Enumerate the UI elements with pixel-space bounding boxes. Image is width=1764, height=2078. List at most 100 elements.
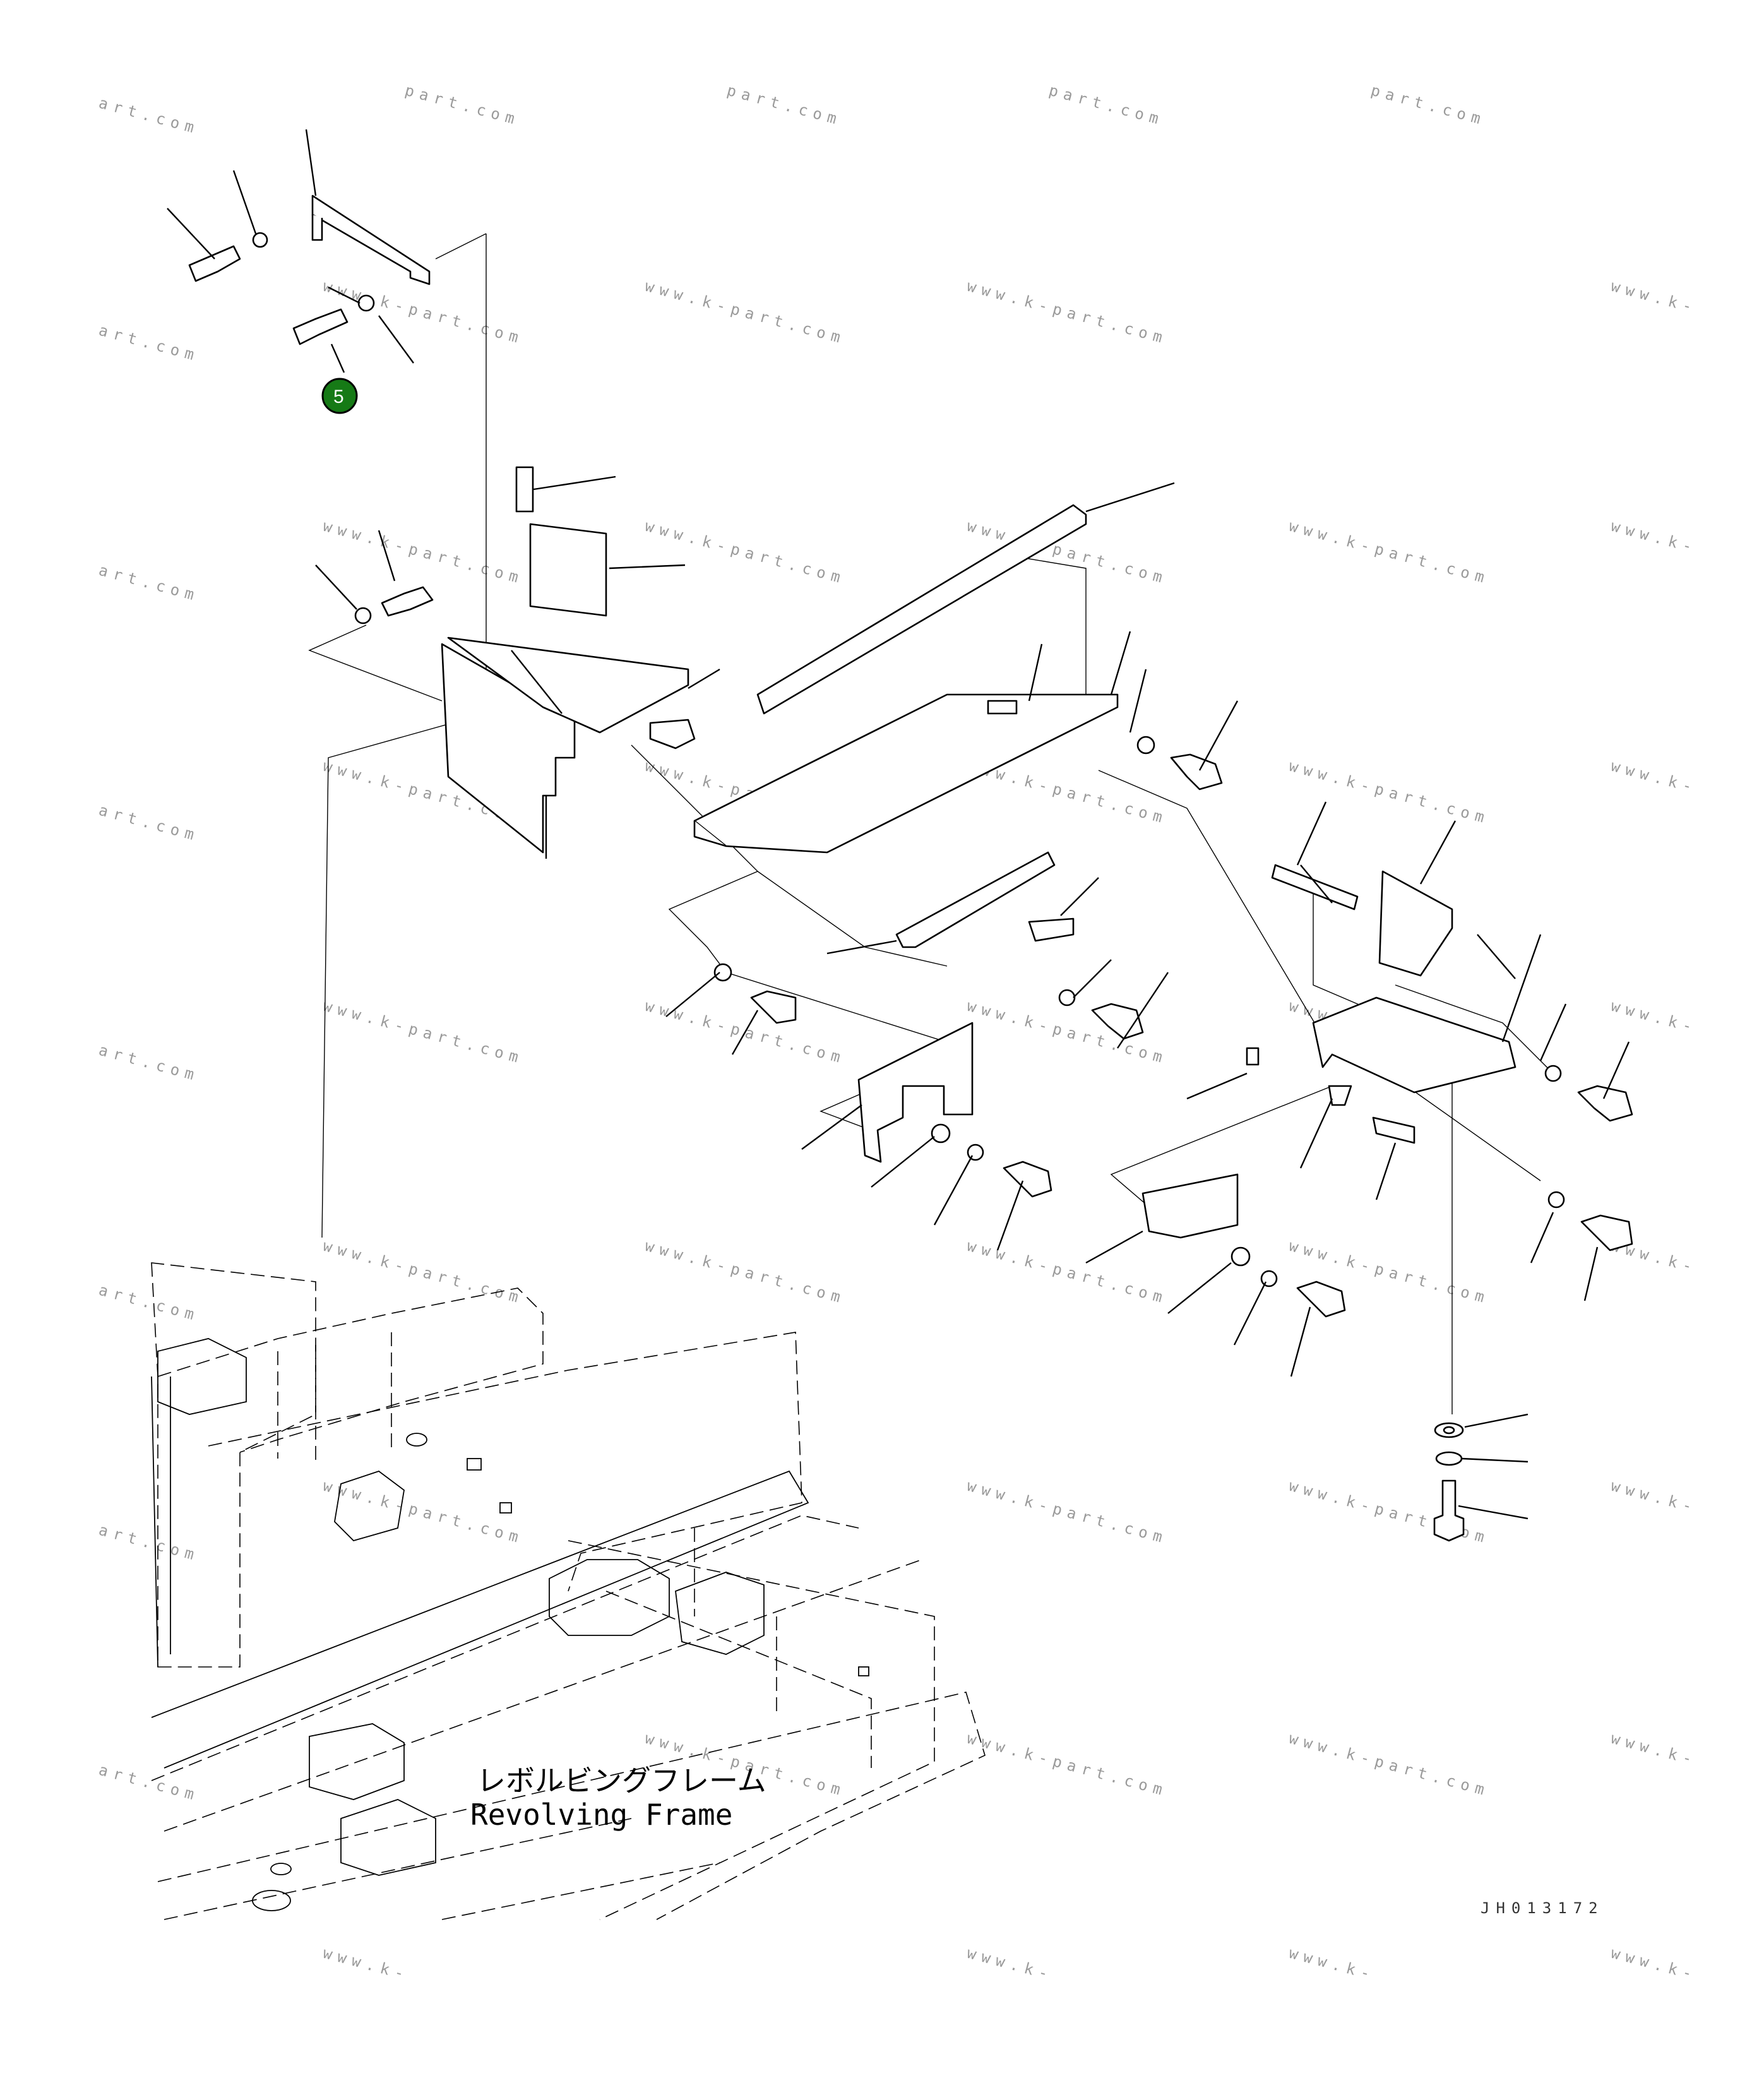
cushion-block bbox=[529, 523, 607, 617]
hex-bolt bbox=[292, 308, 349, 345]
callout-number: 5 bbox=[333, 386, 344, 407]
spacer-block bbox=[987, 700, 1018, 715]
watermark: www.k-part.com bbox=[321, 277, 525, 348]
side-plate bbox=[441, 643, 576, 854]
watermark: art.com bbox=[97, 1281, 201, 1325]
watermark: www.k-part.com bbox=[965, 1237, 1169, 1308]
watermark: www.k- bbox=[1609, 757, 1699, 797]
right-bracket-group bbox=[1186, 801, 1633, 1301]
watermark: www.k- bbox=[1609, 1477, 1699, 1517]
frame-label-jp: レボルビングフレーム bbox=[477, 1764, 766, 1798]
watermark: part.com bbox=[725, 81, 843, 129]
top-cover-bracket bbox=[447, 636, 689, 734]
watermark: part.com bbox=[1369, 81, 1487, 129]
watermark: www.k-part.com bbox=[1287, 517, 1491, 588]
long-angle-bracket bbox=[756, 504, 1087, 715]
watermark: www.k- bbox=[1609, 517, 1699, 557]
angle-bracket bbox=[311, 194, 431, 285]
mount-bracket bbox=[1312, 996, 1517, 1094]
guide-lines bbox=[308, 233, 1554, 1414]
watermark: www.k- bbox=[1609, 1729, 1699, 1769]
watermark: www.k- bbox=[1287, 1944, 1377, 1984]
rubber-pad bbox=[515, 466, 534, 513]
watermark: www.k-part.com bbox=[965, 277, 1169, 348]
washer-part bbox=[1435, 1451, 1463, 1466]
washer-part bbox=[357, 294, 375, 312]
cover-plate bbox=[1141, 1173, 1239, 1239]
washer-part bbox=[1136, 736, 1155, 755]
flange-nut-hole bbox=[1443, 1426, 1455, 1435]
cover-flange bbox=[693, 821, 727, 847]
drawing-code: JH013172 bbox=[1481, 1899, 1604, 1917]
revolving-frame bbox=[151, 1262, 986, 1920]
watermark: www.k-part.com bbox=[321, 1237, 525, 1308]
spacer-block bbox=[1328, 1085, 1352, 1106]
watermark: www.k-part.com bbox=[965, 1477, 1169, 1548]
rubber-strip bbox=[1271, 864, 1359, 911]
watermark: www.k- bbox=[965, 1944, 1055, 1984]
watermark: www.k-part.com bbox=[321, 1477, 525, 1548]
support-bracket bbox=[1378, 870, 1453, 977]
ring-washer bbox=[1231, 1246, 1251, 1267]
watermark: art.com bbox=[97, 1761, 201, 1805]
lower-right-group bbox=[1085, 1173, 1346, 1377]
floor-cover bbox=[693, 693, 1119, 854]
watermark: www.k-part.com bbox=[965, 1729, 1169, 1800]
right-stack-group bbox=[1433, 1413, 1529, 1542]
washer-part bbox=[1547, 1191, 1565, 1209]
watermark: art.com bbox=[97, 1041, 201, 1085]
callout-5[interactable]: 5 bbox=[321, 378, 358, 414]
callout-badge[interactable] bbox=[321, 378, 358, 414]
washer-part bbox=[1260, 1270, 1278, 1287]
watermark: www.k-part.com bbox=[643, 277, 847, 348]
middle-bracket-group bbox=[826, 851, 1169, 1049]
watermark: www.k- bbox=[1609, 277, 1699, 317]
watermark: www.k-part.com bbox=[1287, 757, 1491, 828]
upper-left-bracket-group bbox=[167, 129, 431, 373]
washer-part bbox=[1058, 989, 1076, 1006]
hex-bolt bbox=[1170, 753, 1223, 791]
spacer-block bbox=[1246, 1047, 1260, 1066]
cover-plate bbox=[857, 1022, 974, 1163]
lower-cover-group bbox=[801, 1022, 1052, 1251]
hex-bolt bbox=[1003, 1161, 1052, 1198]
hex-bolt bbox=[1296, 1281, 1346, 1318]
watermark: www.k- bbox=[1609, 1944, 1699, 1984]
ring-washer bbox=[931, 1123, 951, 1143]
watermark: art.com bbox=[97, 321, 201, 366]
watermark: www.k-part.com bbox=[643, 1237, 847, 1308]
watermark: part.com bbox=[403, 81, 521, 129]
hex-bolt bbox=[188, 245, 241, 282]
hex-bolt bbox=[750, 990, 797, 1024]
frame-label-en: Revolving Frame bbox=[470, 1798, 732, 1832]
watermark: art.com bbox=[97, 561, 201, 606]
angle-bracket bbox=[895, 851, 1056, 948]
spacer-block bbox=[1028, 917, 1075, 942]
watermark: part.com bbox=[1047, 81, 1165, 129]
watermark: art.com bbox=[97, 1521, 201, 1565]
watermark: www.k-part.com bbox=[321, 517, 525, 588]
hex-bolt bbox=[1577, 1085, 1633, 1122]
left-plate-group bbox=[315, 466, 720, 859]
watermark: www.k-part.com bbox=[1287, 1477, 1491, 1548]
bracket-flange bbox=[311, 215, 323, 241]
watermark: www.k-part.com bbox=[321, 997, 525, 1068]
watermark: www.k- bbox=[321, 1944, 411, 1984]
hex-bolt bbox=[1580, 1214, 1633, 1251]
washer-part bbox=[1544, 1065, 1562, 1082]
watermark: art.com bbox=[97, 801, 201, 845]
spacer-block bbox=[649, 719, 696, 749]
washer-part bbox=[354, 607, 372, 624]
rubber-strip bbox=[1372, 1116, 1415, 1144]
washer-part bbox=[252, 232, 268, 248]
vertical-bolt bbox=[1433, 1479, 1465, 1542]
watermark: www.k-part.com bbox=[1287, 1729, 1491, 1800]
watermark: www.k- bbox=[1609, 997, 1699, 1037]
washer-part bbox=[967, 1143, 984, 1161]
washer-part bbox=[713, 963, 732, 982]
watermark: www.k-part.com bbox=[643, 517, 847, 588]
hex-bolt bbox=[381, 586, 434, 617]
watermark: art.com bbox=[97, 94, 201, 138]
center-cover-group bbox=[665, 482, 1239, 1055]
